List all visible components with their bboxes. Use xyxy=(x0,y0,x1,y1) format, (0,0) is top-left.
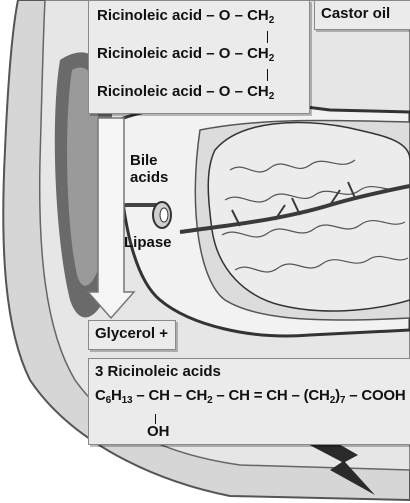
hydroxyl-box: OH xyxy=(88,414,410,445)
ester-link: – O – xyxy=(206,7,243,24)
hydroxyl-label: OH xyxy=(147,423,170,440)
villi-mass xyxy=(208,123,410,311)
ch-group: CH xyxy=(247,45,269,62)
bile-duct-opening-inner xyxy=(160,208,168,222)
ch-subscript: 2 xyxy=(269,91,275,102)
ester-link: – O – xyxy=(206,45,243,62)
lipase-label: Lipase xyxy=(124,234,172,251)
ricinoleic-acid-label: Ricinoleic acid xyxy=(97,7,202,24)
glycerol-label: Glycerol + xyxy=(95,325,168,342)
ch-subscript: 2 xyxy=(269,15,275,26)
glycerol-box: Glycerol + xyxy=(88,320,176,350)
ester-row-3: Ricinoleic acid – O – CH2 xyxy=(97,83,274,102)
ricinoleic-acid-label: Ricinoleic acid xyxy=(97,83,202,100)
ricinoleic-acid-box: 3 Ricinoleic acids C6H13 – CH – CH2 – CH… xyxy=(88,358,410,416)
triglyceride-box: Ricinoleic acid – O – CH2 Ricinoleic aci… xyxy=(88,0,310,114)
ricinoleic-acid-label: Ricinoleic acid xyxy=(97,45,202,62)
ch-group: CH xyxy=(247,7,269,24)
ch-group: CH xyxy=(247,83,269,100)
bile-acids-label: Bile acids xyxy=(130,152,180,186)
formula-part: C xyxy=(95,387,106,404)
ester-row-2: Ricinoleic acid – O – CH2 xyxy=(97,45,274,64)
formula-part: – COOH xyxy=(345,387,405,404)
bond-line xyxy=(267,31,268,43)
castor-oil-label-box: Castor oil xyxy=(314,0,410,30)
product-title: 3 Ricinoleic acids xyxy=(95,363,221,380)
formula-subscript: 13 xyxy=(122,395,133,406)
castor-oil-label: Castor oil xyxy=(321,5,390,22)
ricinoleic-acid-formula: C6H13 – CH – CH2 – CH = CH – (CH2)7 – CO… xyxy=(95,387,406,406)
formula-part: – CH = CH – (CH xyxy=(212,387,329,404)
bond-line xyxy=(267,69,268,81)
ch-subscript: 2 xyxy=(269,53,275,64)
formula-part: H xyxy=(111,387,122,404)
ester-row-1: Ricinoleic acid – O – CH2 xyxy=(97,7,274,26)
ester-link: – O – xyxy=(206,83,243,100)
formula-part: – CH – CH xyxy=(132,387,207,404)
